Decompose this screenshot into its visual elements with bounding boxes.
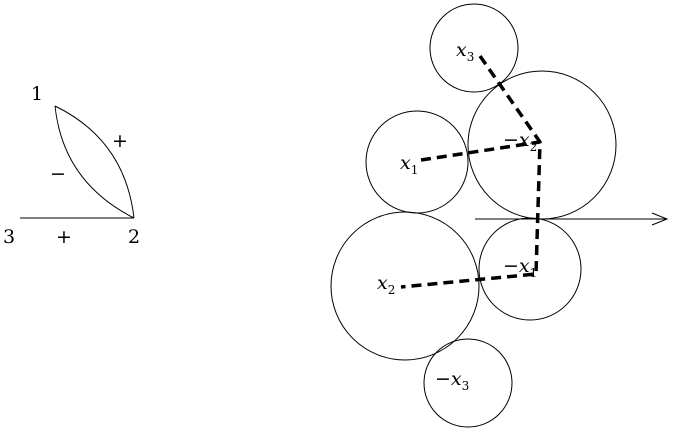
label-neg-x1: −x1 <box>503 255 537 280</box>
dashed-path-branch <box>420 140 541 162</box>
label-x2: x2 <box>377 272 395 297</box>
axis-arrowhead <box>651 212 669 226</box>
left-figure: 1 2 3 + − + <box>3 83 140 248</box>
label-neg-x3: −x3 <box>435 368 469 393</box>
upper-arc-sign: + <box>112 130 128 152</box>
circle-neg-x2 <box>467 70 617 220</box>
lower-arc-sign: − <box>50 163 66 185</box>
circle-x3 <box>429 3 519 93</box>
bottom-edge-sign: + <box>56 226 72 248</box>
dashed-path-main <box>400 54 542 289</box>
label-x1: x1 <box>400 152 418 177</box>
circle-x2 <box>330 211 480 361</box>
vertex-label-3: 3 <box>3 226 15 248</box>
vertex-label-2: 2 <box>128 226 140 248</box>
lower-arc <box>54 105 135 219</box>
right-figure: x3 −x2 x1 x2 −x1 −x3 <box>330 3 669 428</box>
circle-neg-x1 <box>478 217 582 321</box>
upper-arc <box>54 105 135 219</box>
label-neg-x2: −x2 <box>503 129 537 154</box>
label-x3: x3 <box>456 39 474 64</box>
circle-x1 <box>365 110 469 214</box>
circle-neg-x3 <box>423 338 513 428</box>
vertex-label-1: 1 <box>31 83 43 105</box>
